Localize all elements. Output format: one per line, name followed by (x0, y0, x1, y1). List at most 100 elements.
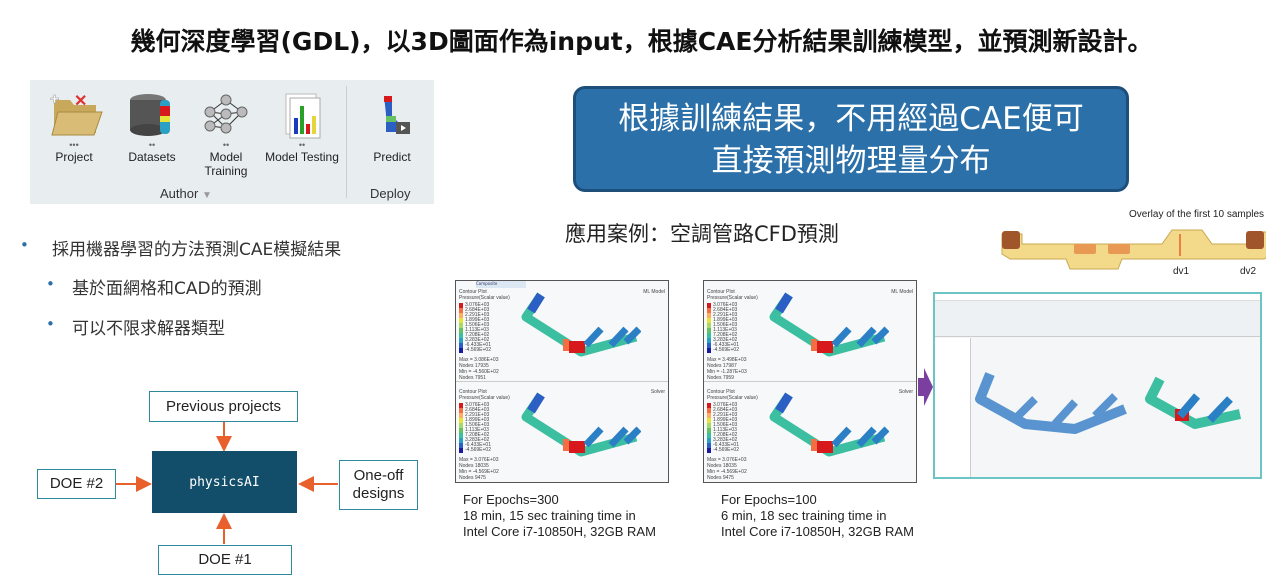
legend-value: -6.433E+01 (713, 342, 739, 348)
legend-swatch (459, 428, 463, 433)
deploy-group-label: Deploy (370, 186, 411, 201)
legend-swatch (707, 308, 711, 313)
legend-swatch (707, 303, 711, 308)
legend-swatch (459, 443, 463, 448)
plot-tag: ML Model (891, 289, 913, 295)
plot-subtitle: Pressure(Scalar value) (707, 395, 758, 401)
neural-network-icon (204, 94, 248, 134)
predict-button[interactable]: Predict (354, 86, 430, 164)
physicsai-box: physicsAI (152, 451, 297, 513)
view-tab[interactable]: Composite (476, 281, 526, 288)
legend-swatch (459, 343, 463, 348)
overlay-title: Overlay of the first 10 samples (1129, 209, 1265, 220)
view-divider (704, 381, 916, 382)
legend-swatch (459, 338, 463, 343)
contour-plot-geometry (521, 292, 641, 357)
legend-swatch (707, 348, 711, 353)
legend-value: 3.283E+02 (713, 337, 738, 343)
slide-title: 幾何深度學習(GDL)，以3D圖面作為input，根據CAE分析結果訓練模型，並… (130, 27, 1153, 56)
contour-plot-geometry (521, 392, 641, 457)
legend-value: 2.291E+03 (713, 312, 738, 318)
legend-value: 1.113E+03 (465, 427, 489, 433)
contour-plot-geometry (769, 292, 889, 357)
legend-swatch (459, 448, 463, 453)
legend-swatch (459, 323, 463, 328)
legend-value: 7.208E+02 (713, 432, 738, 438)
legend-swatch (707, 323, 711, 328)
legend-value: 3.076E+03 (713, 302, 738, 308)
plot-subtitle: Pressure(Scalar value) (459, 295, 510, 301)
ribbon-toolbar: ✕+ ••• Project •• Datasets •• Model Trai… (30, 80, 434, 204)
callout-box: 根據訓練結果，不用經過CAE便可 直接預測物理量分布 (573, 86, 1129, 192)
model-training-button[interactable]: •• Model Training (188, 86, 264, 178)
legend-swatch (459, 413, 463, 418)
legend-value: 2.684E+03 (713, 307, 738, 313)
predict-icon (384, 96, 410, 134)
legend-value: 1.899E+03 (465, 317, 490, 323)
legend-value: 1.113E+03 (713, 427, 737, 433)
legend-value: 3.283E+02 (713, 437, 738, 443)
plot-stat: Nodes 18035 (707, 463, 737, 469)
plot-stat: Nodes 17987 (707, 363, 737, 369)
overlay-geometry-image (1001, 229, 1266, 270)
legend-swatch (459, 408, 463, 413)
legend-value: 2.291E+03 (713, 412, 738, 418)
datasets-button[interactable]: •• Datasets (114, 86, 190, 164)
plot-stat: Nodes 18035 (459, 463, 489, 469)
case-title: 應用案例：空調管路CFD預測 (565, 222, 839, 246)
model-testing-button[interactable]: •• Model Testing (264, 86, 340, 164)
legend-value: 7.208E+02 (713, 332, 738, 338)
legend-value: 1.899E+03 (713, 317, 738, 323)
purple-arrow-icon (918, 368, 933, 406)
toolbar-separator (346, 86, 347, 198)
plot-tag: ML Model (643, 289, 665, 295)
plot-stat: Min = -4.560E+02 (459, 369, 499, 375)
legend-swatch (707, 413, 711, 418)
plot-stat: Min = -4.569E+02 (459, 469, 499, 475)
legend-value: -6.433E+01 (465, 442, 491, 448)
dropdown-arrow-icon: ▼ (201, 190, 212, 201)
plot-stat: Max = 3.086E+03 (459, 357, 499, 363)
legend-swatch (459, 403, 463, 408)
doe2-box: DOE #2 (37, 469, 116, 499)
doe1-box: DOE #1 (158, 545, 292, 575)
plot-stat: Nodes 9475 (707, 475, 734, 481)
project-button[interactable]: ✕+ ••• Project (36, 86, 112, 164)
plot-stat: Min = -4.569E+02 (707, 469, 747, 475)
legend-value: 1.113E+03 (713, 327, 737, 333)
bullet-icon: • (46, 275, 55, 293)
plot-stat: Min = -1.287E+03 (707, 369, 747, 375)
legend-swatch (459, 328, 463, 333)
legend-value: 1.899E+03 (465, 417, 490, 423)
bullet-item: 可以不限求解器類型 (72, 319, 225, 339)
legend-swatch (707, 433, 711, 438)
legend-value: 2.291E+03 (465, 412, 490, 418)
svg-text:✕: ✕ (74, 93, 87, 110)
legend-swatch (707, 403, 711, 408)
legend-value: 1.506E+03 (465, 422, 490, 428)
plot-title: Contour Plot (707, 389, 735, 395)
legend-value: 3.283E+02 (465, 337, 490, 343)
legend-swatch (707, 448, 711, 453)
bullet-item: 基於面網格和CAD的預測 (72, 279, 262, 299)
legend-swatch (707, 318, 711, 323)
legend-value: -6.433E+01 (713, 442, 739, 448)
plot-tag: Solver (650, 389, 665, 395)
legend-value: 3.283E+02 (465, 437, 490, 443)
legend-swatch (459, 318, 463, 323)
legend-swatch (459, 433, 463, 438)
author-group[interactable]: Author ▼ (160, 186, 212, 201)
plot-stat: Nodes 9475 (459, 475, 486, 481)
folder-icon: ✕+ (50, 91, 103, 136)
plot-stat: Max = 3.076E+03 (459, 457, 499, 463)
prediction-viewport (975, 372, 1242, 434)
legend-value: 1.506E+03 (713, 322, 738, 328)
legend-value: -4.569E+02 (713, 347, 739, 353)
plot-stat: Max = 3.076E+03 (707, 457, 747, 463)
legend-value: -6.433E+01 (465, 342, 491, 348)
legend-value: 2.684E+03 (465, 407, 490, 413)
legend-value: 2.684E+03 (713, 407, 738, 413)
bullet-item: 採用機器學習的方法預測CAE模擬結果 (52, 240, 342, 260)
plot-tag: Solver (898, 389, 913, 395)
plot-stat: Nodes 7951 (459, 375, 486, 381)
